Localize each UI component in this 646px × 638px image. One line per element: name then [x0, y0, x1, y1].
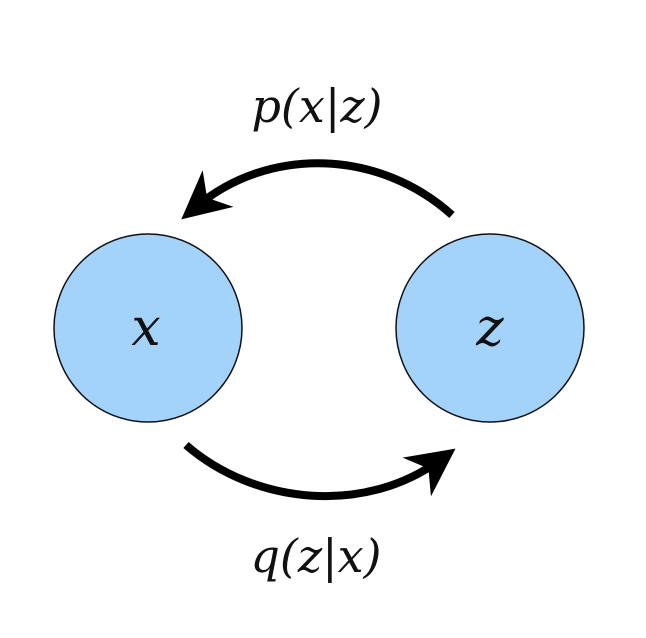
node-x-label: x [131, 298, 160, 358]
node-z-label: z [475, 298, 504, 358]
node-z [395, 233, 585, 423]
arrow-x-to-z [183, 441, 456, 501]
node-x [53, 233, 243, 423]
arrow-z-to-x [181, 159, 455, 220]
edge-label-bottom: q(z|x) [250, 529, 381, 583]
edge-label-top: p(x|z) [251, 79, 382, 133]
